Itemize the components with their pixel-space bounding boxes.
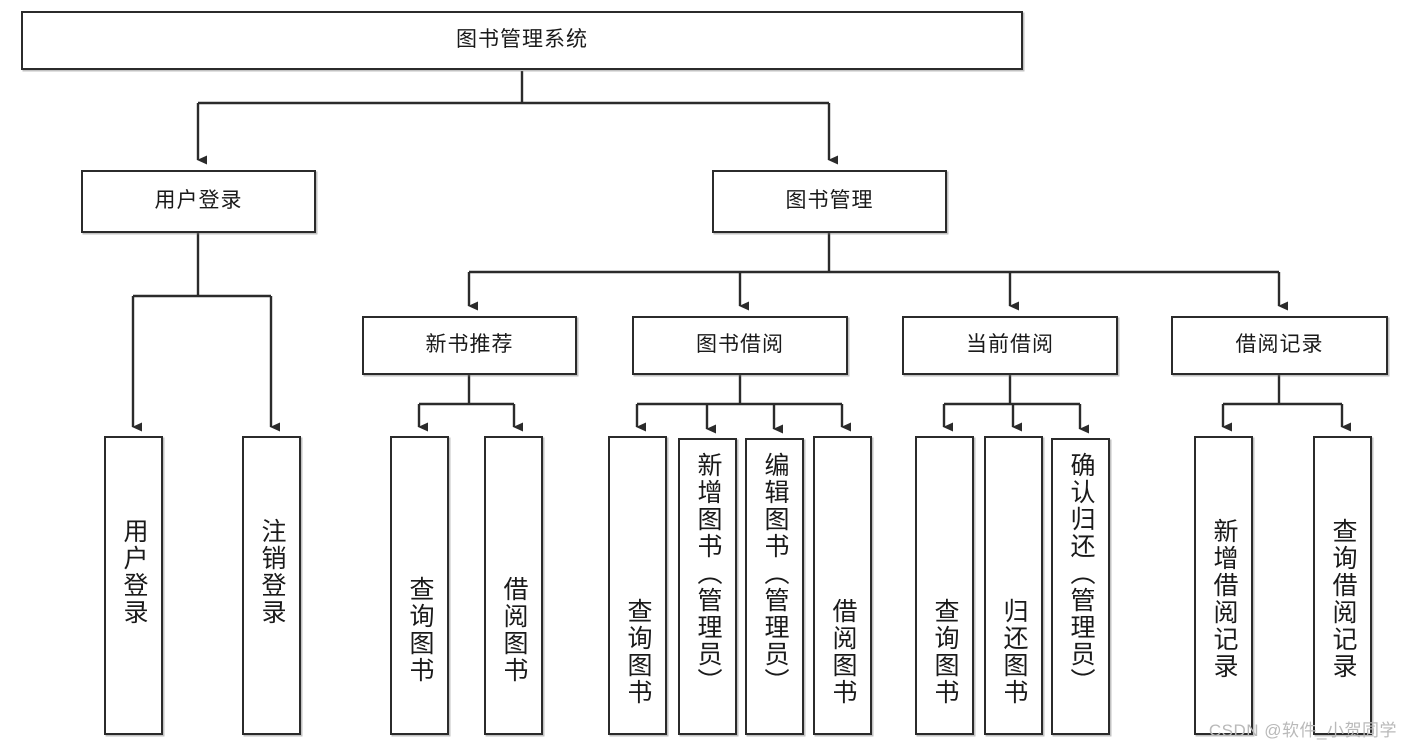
node-label: 借阅记录 (1235, 333, 1324, 357)
leaf-book-borrow-query[interactable]: 查询图书 (608, 436, 667, 735)
node-user-login[interactable]: 用户登录 (81, 170, 316, 233)
node-new-book-recommend[interactable]: 新书推荐 (362, 316, 577, 375)
leaf-user-login-logout[interactable]: 注销登录 (242, 436, 301, 735)
node-label: 借阅图书 (829, 598, 857, 706)
node-label: 编辑图书（管理员） (761, 452, 789, 695)
node-book-borrow[interactable]: 图书借阅 (632, 316, 848, 375)
node-label: 图书管理系统 (456, 28, 588, 52)
node-label: 注销登录 (258, 518, 286, 626)
node-label: 查询图书 (406, 576, 434, 684)
leaf-book-borrow-edit[interactable]: 编辑图书（管理员） (745, 438, 804, 735)
node-label: 确认归还（管理员） (1067, 452, 1095, 695)
leaf-new-book-query[interactable]: 查询图书 (390, 436, 449, 735)
node-root-system[interactable]: 图书管理系统 (21, 11, 1023, 70)
node-label: 用户登录 (154, 189, 243, 213)
node-label: 图书管理 (785, 189, 874, 213)
leaf-new-book-borrow[interactable]: 借阅图书 (484, 436, 543, 735)
leaf-user-login-login[interactable]: 用户登录 (104, 436, 163, 735)
leaf-current-borrow-confirm-return[interactable]: 确认归还（管理员） (1051, 438, 1110, 735)
node-label: 归还图书 (1000, 598, 1028, 706)
node-label: 借阅图书 (500, 576, 528, 684)
node-label: 用户登录 (120, 518, 148, 626)
node-label: 新增图书（管理员） (694, 452, 722, 695)
node-book-management[interactable]: 图书管理 (712, 170, 947, 233)
node-current-borrow[interactable]: 当前借阅 (902, 316, 1118, 375)
leaf-borrow-record-add[interactable]: 新增借阅记录 (1194, 436, 1253, 735)
leaf-current-borrow-return[interactable]: 归还图书 (984, 436, 1043, 735)
leaf-book-borrow-borrow[interactable]: 借阅图书 (813, 436, 872, 735)
watermark: CSDN @软件_小贺同学 (1208, 721, 1397, 740)
node-label: 新增借阅记录 (1210, 518, 1238, 680)
node-label: 新书推荐 (425, 333, 514, 357)
node-label: 查询图书 (931, 598, 959, 706)
node-label: 查询图书 (624, 598, 652, 706)
node-label: 当前借阅 (966, 333, 1054, 357)
node-label: 图书借阅 (696, 333, 784, 357)
node-borrow-record[interactable]: 借阅记录 (1171, 316, 1388, 375)
node-label: 查询借阅记录 (1329, 518, 1357, 680)
leaf-borrow-record-query[interactable]: 查询借阅记录 (1313, 436, 1372, 735)
leaf-current-borrow-query[interactable]: 查询图书 (915, 436, 974, 735)
leaf-book-borrow-add[interactable]: 新增图书（管理员） (678, 438, 737, 735)
